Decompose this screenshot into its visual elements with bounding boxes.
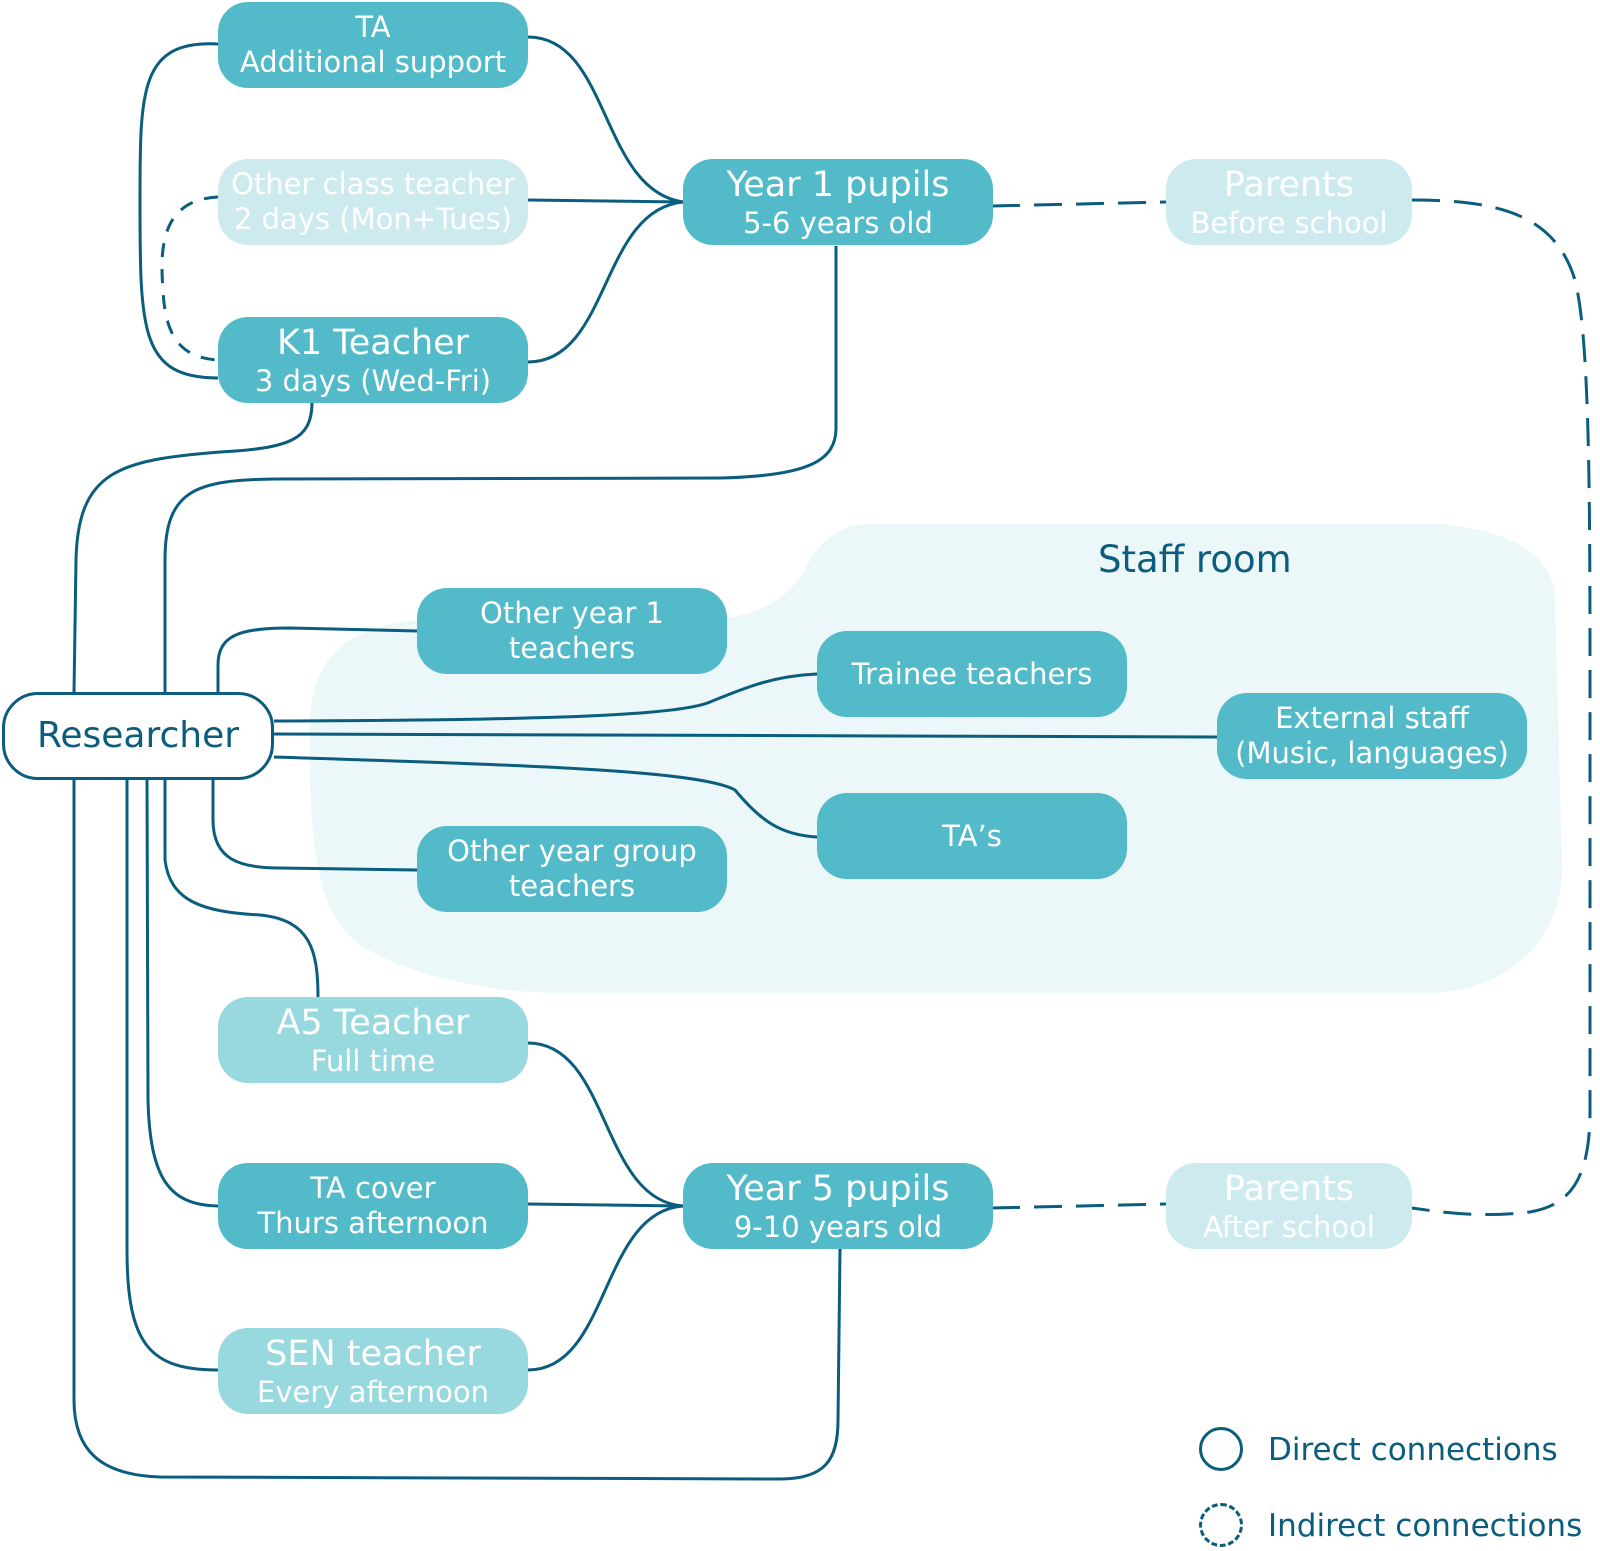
- node-a5-teacher: A5 Teacher Full time: [218, 997, 528, 1083]
- node-k1-teacher: K1 Teacher 3 days (Wed-Fri): [218, 317, 528, 403]
- node-subtitle: Before school: [1190, 205, 1388, 240]
- link-researcher-ta-cover: [145, 779, 219, 1208]
- node-title: Parents: [1223, 1168, 1355, 1209]
- link-ta-k1: [138, 42, 219, 380]
- node-trainee-teachers: Trainee teachers: [817, 631, 1127, 717]
- link-parents-loop-indirect: [1411, 198, 1592, 1217]
- node-external-staff: External staff (Music, languages): [1217, 693, 1527, 779]
- node-title: K1 Teacher: [276, 322, 470, 363]
- link-year1-parents-indirect: [991, 200, 1167, 208]
- link-researcher-year1: [163, 246, 838, 692]
- node-subtitle: After school: [1203, 1209, 1375, 1244]
- node-title: SEN teacher: [265, 1333, 481, 1374]
- node-title: TA: [355, 10, 391, 45]
- link-other-class-year1: [527, 198, 684, 204]
- node-other-year1-teachers: Other year 1 teachers: [417, 588, 727, 674]
- node-title: Other year group: [447, 834, 697, 869]
- node-title: Parents: [1223, 164, 1355, 205]
- legend-indirect-icon: [1199, 1503, 1243, 1547]
- node-subtitle: (Music, languages): [1235, 736, 1509, 770]
- link-researcher-tas: [273, 755, 818, 839]
- link-researcher-year5: [72, 780, 842, 1481]
- node-subtitle: 5-6 years old: [743, 205, 933, 240]
- node-subtitle: Full time: [310, 1043, 436, 1078]
- legend-indirect-label: Indirect connections: [1268, 1508, 1583, 1544]
- link-researcher-k1: [72, 401, 314, 693]
- node-title: Trainee teachers: [851, 656, 1093, 691]
- link-a5-year5: [527, 1041, 684, 1208]
- node-title: TA’s: [942, 818, 1002, 853]
- node-parents-before-school: Parents Before school: [1166, 159, 1412, 245]
- link-researcher-other-year1: [216, 626, 418, 692]
- node-other-year-group-teachers: Other year group teachers: [417, 826, 727, 912]
- node-year1-pupils: Year 1 pupils 5-6 years old: [683, 159, 993, 245]
- link-sen-year5: [527, 1204, 684, 1372]
- node-sen-teacher: SEN teacher Every afternoon: [218, 1328, 528, 1414]
- node-researcher: Researcher: [2, 692, 274, 780]
- node-tas: TA’s: [817, 793, 1127, 879]
- node-title: Researcher: [36, 715, 240, 757]
- link-researcher-other-year-group: [211, 780, 418, 872]
- node-title: External staff: [1275, 701, 1469, 736]
- node-parents-after-school: Parents After school: [1166, 1163, 1412, 1249]
- link-other-class-k1-indirect: [160, 195, 219, 362]
- node-title: Year 5 pupils: [726, 1168, 950, 1209]
- link-ta-cover-year5: [527, 1202, 684, 1208]
- node-subtitle: Additional support: [239, 45, 507, 79]
- node-subtitle: Every afternoon: [257, 1374, 489, 1409]
- node-ta-cover: TA cover Thurs afternoon: [218, 1163, 528, 1249]
- node-subtitle: Thurs afternoon: [257, 1206, 489, 1240]
- node-title: Other year 1: [480, 596, 664, 631]
- node-subtitle: 2 days (Mon+Tues): [233, 202, 513, 236]
- node-title: Year 1 pupils: [726, 164, 950, 205]
- node-title: Other class teacher: [231, 167, 515, 202]
- node-ta-additional-support: TA Additional support: [218, 2, 528, 88]
- link-year5-parents-indirect: [991, 1202, 1167, 1210]
- link-researcher-a5: [163, 780, 320, 998]
- link-researcher-trainee: [273, 672, 818, 723]
- node-title: A5 Teacher: [276, 1002, 470, 1043]
- node-subtitle: 9-10 years old: [733, 1209, 943, 1244]
- node-subtitle: teachers: [508, 869, 636, 903]
- node-other-class-teacher: Other class teacher 2 days (Mon+Tues): [218, 159, 528, 245]
- node-title: TA cover: [310, 1171, 436, 1206]
- legend-direct-icon: [1199, 1427, 1243, 1471]
- node-year5-pupils: Year 5 pupils 9-10 years old: [683, 1163, 993, 1249]
- node-subtitle: teachers: [508, 631, 636, 665]
- legend-direct-label: Direct connections: [1268, 1432, 1558, 1468]
- link-researcher-sen: [125, 780, 219, 1372]
- staff-room-title: Staff room: [1098, 538, 1292, 581]
- node-subtitle: 3 days (Wed-Fri): [254, 363, 492, 398]
- link-researcher-external: [273, 732, 1218, 739]
- link-k1-year1: [527, 200, 684, 364]
- link-ta-year1: [527, 35, 684, 204]
